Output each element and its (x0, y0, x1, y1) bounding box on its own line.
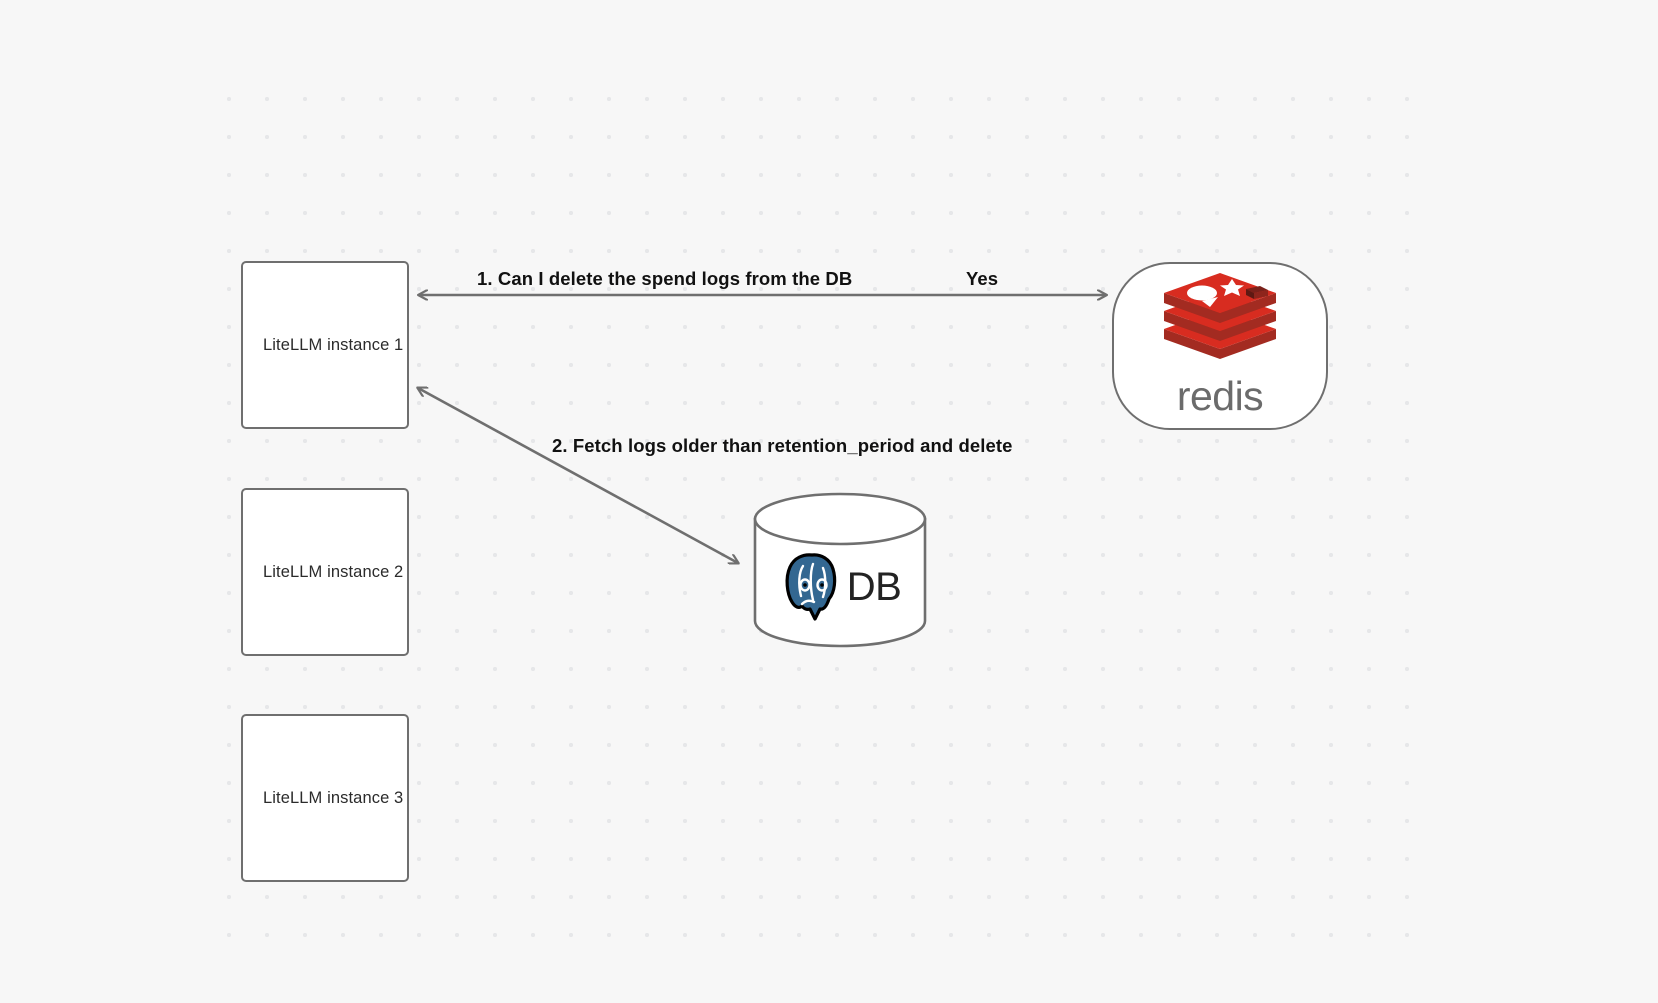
edge-label-step-1: 1. Can I delete the spend logs from the … (477, 268, 853, 289)
postgresql-elephant-icon (785, 553, 836, 621)
node-litellm-instance-3[interactable]: LiteLLM instance 3 (241, 714, 409, 882)
node-litellm-instance-1[interactable]: LiteLLM instance 1 (241, 261, 409, 429)
svg-text:redis: redis (1177, 377, 1263, 419)
redis-logo-icon (1164, 273, 1276, 359)
node-redis[interactable]: redis (1112, 262, 1328, 430)
edge-instance1-db (418, 388, 738, 563)
node-database[interactable]: DB (752, 492, 928, 648)
node-litellm-instance-2[interactable]: LiteLLM instance 2 (241, 488, 409, 656)
redis-wordmark: redis (1177, 377, 1264, 419)
edge-label-step-2: 2. Fetch logs older than retention_perio… (552, 435, 1013, 456)
db-label: DB (846, 565, 902, 609)
db-logo-and-text: DB (752, 544, 928, 630)
node-label: LiteLLM instance 2 (263, 562, 404, 581)
node-label: LiteLLM instance 3 (263, 788, 404, 807)
cylinder-shape (753, 492, 927, 648)
node-label: LiteLLM instance 1 (263, 335, 404, 354)
edge-label-step-1-reply: Yes (966, 268, 999, 289)
